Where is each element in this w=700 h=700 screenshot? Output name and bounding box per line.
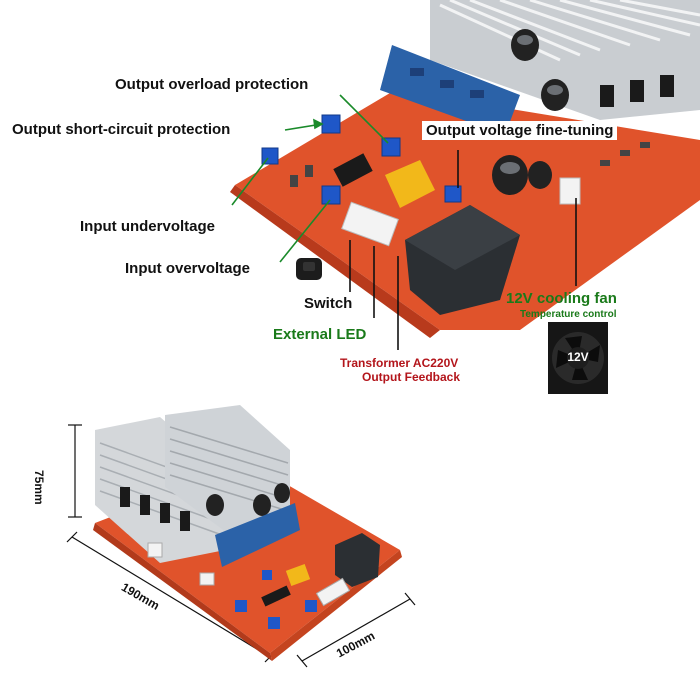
transformer-full (335, 533, 380, 587)
fan-12v-text: 12V (567, 350, 589, 364)
control-daughterboard-full (215, 503, 300, 567)
label-input-overvoltage: Input overvoltage (125, 260, 251, 277)
label-temperature-control: Temperature control (520, 309, 617, 320)
label-switch: Switch (304, 295, 353, 312)
label-input-undervoltage: Input undervoltage (80, 218, 215, 235)
inverter-board-photo (66, 405, 416, 668)
label-transformer-line2: Output Feedback (362, 370, 461, 384)
label-output-voltage-fine-tuning: Output voltage fine-tuning (422, 121, 618, 140)
pcb-closeup-photo (230, 0, 700, 394)
label-transformer-line1: Transformer AC220V (340, 356, 459, 370)
control-daughterboard (380, 45, 520, 135)
label-output-short-circuit: Output short-circuit protection (12, 121, 231, 138)
label-cooling-fan: 12V cooling fan (506, 290, 617, 307)
cooling-fan-image (548, 322, 608, 394)
dimension-height: 75mm (32, 470, 46, 505)
label-output-overload: Output overload protection (115, 76, 309, 93)
label-external-led: External LED (273, 326, 367, 343)
